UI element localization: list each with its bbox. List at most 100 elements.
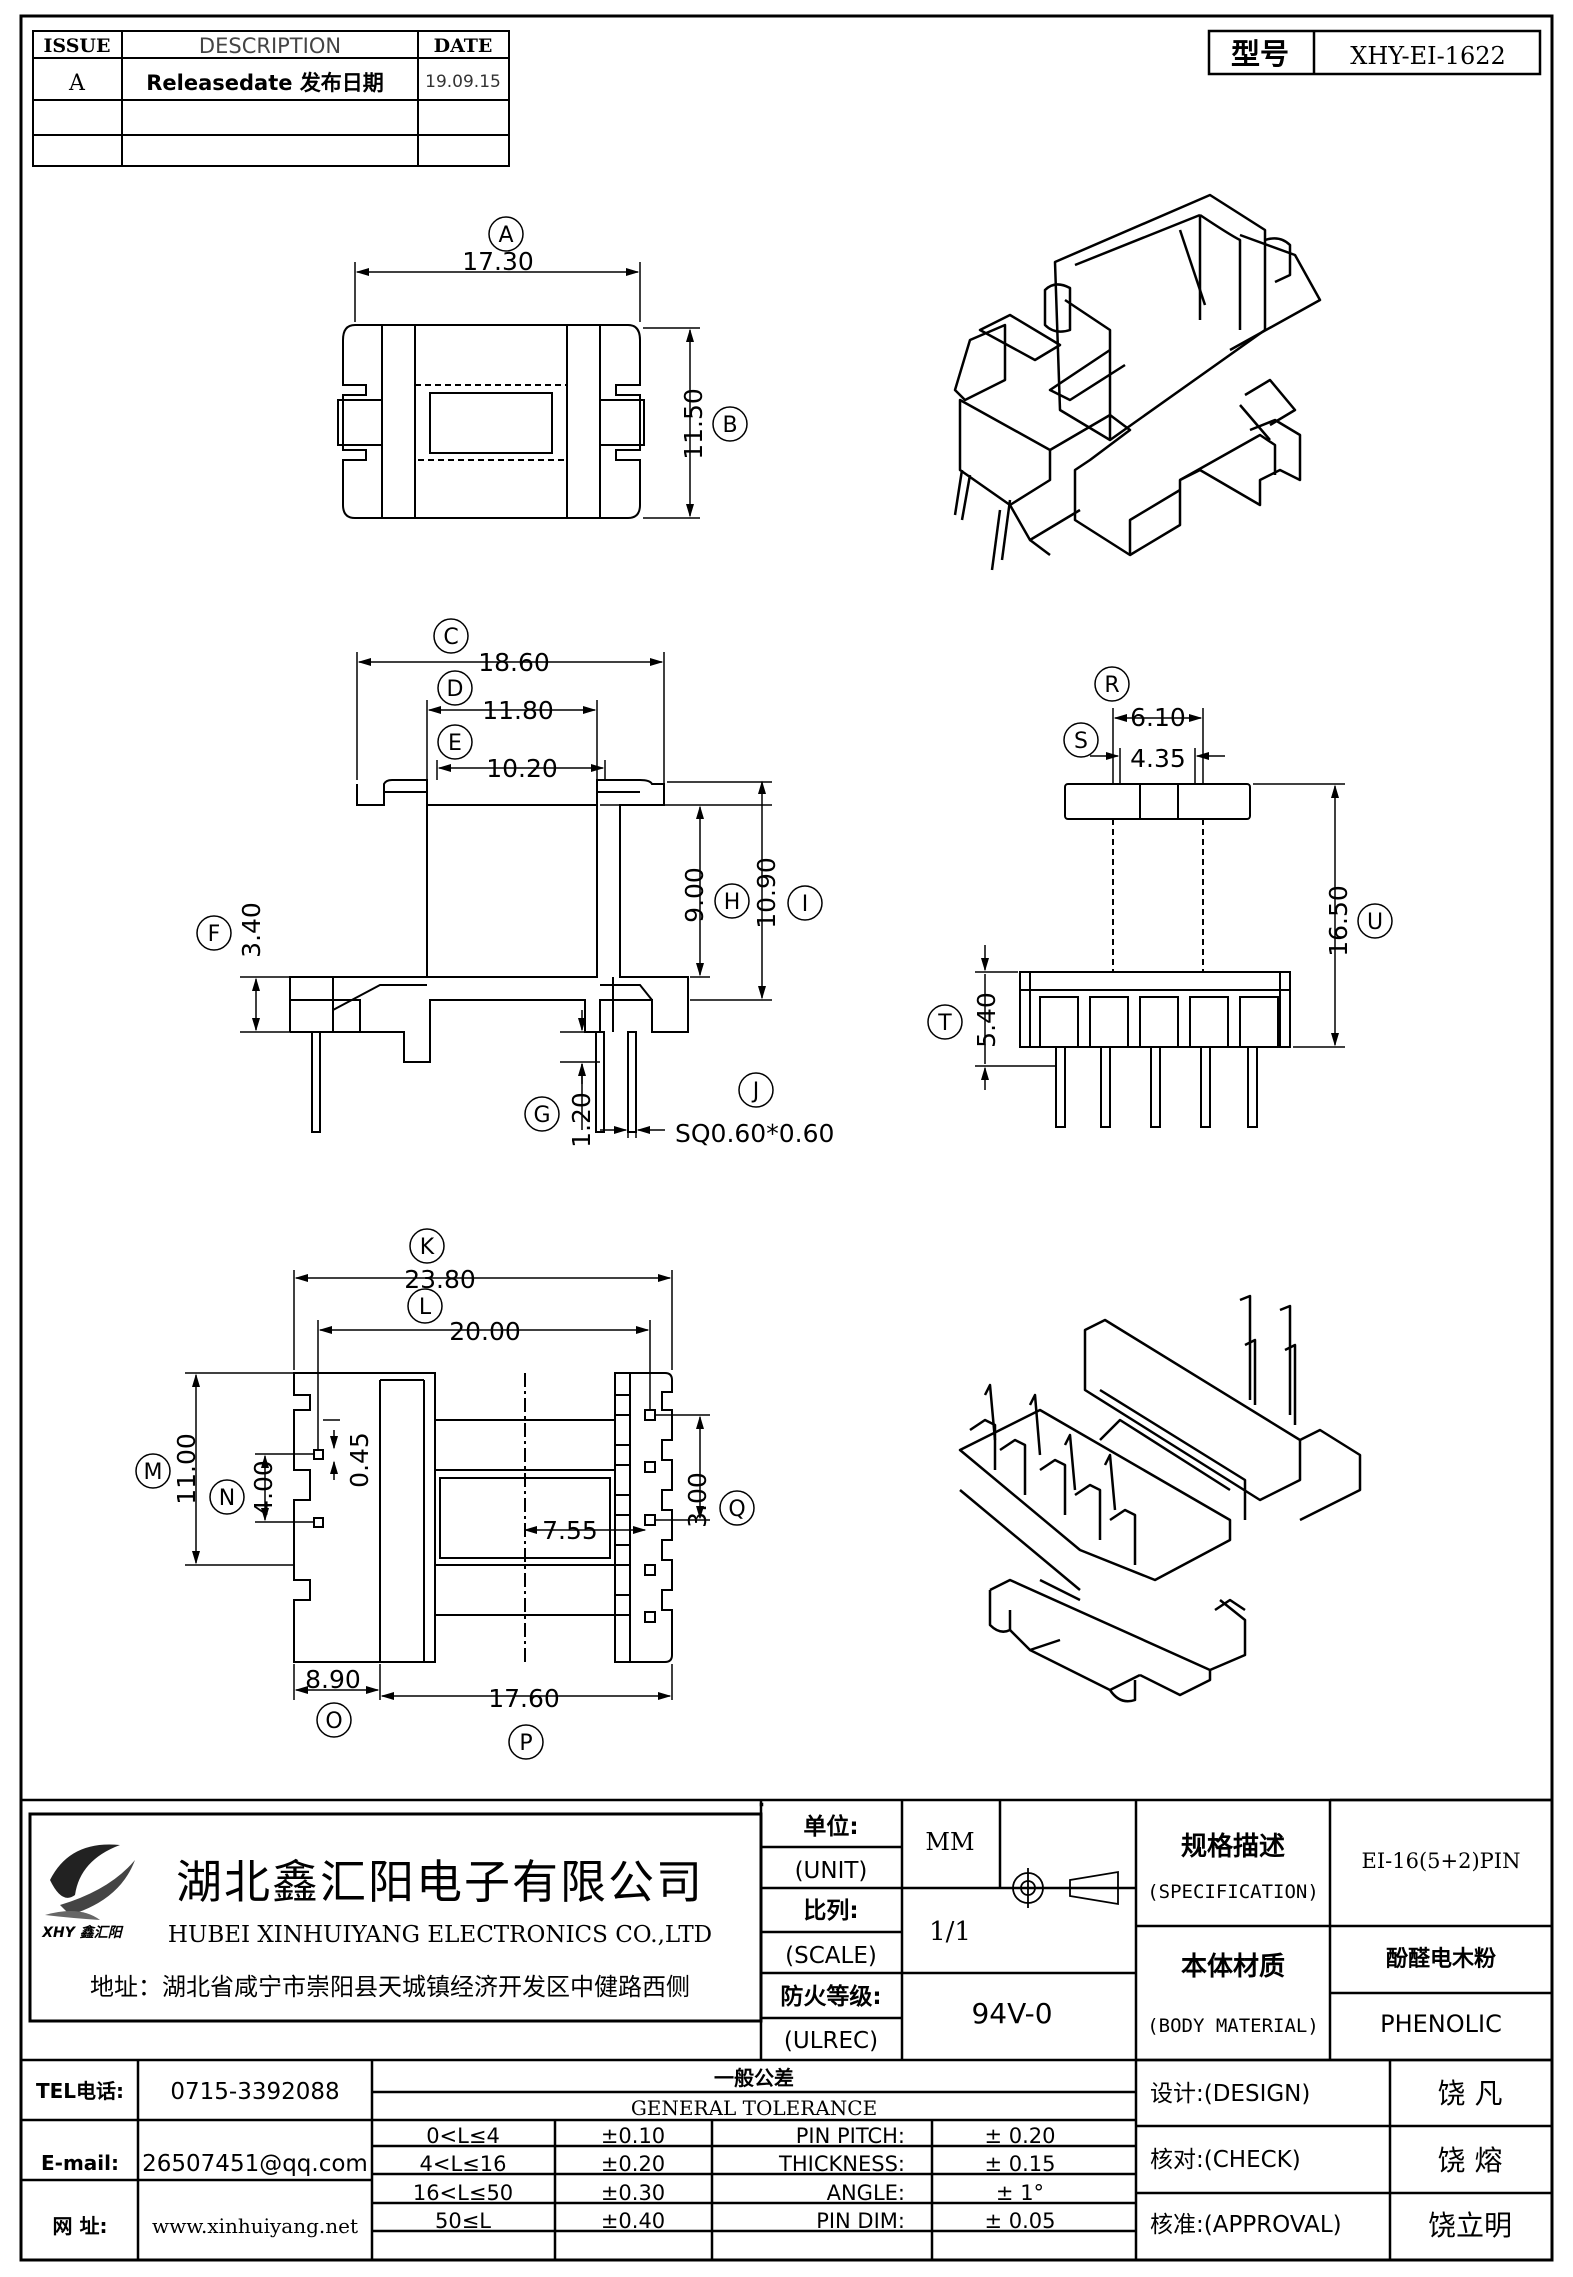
fire-label-en: (ULREC)	[784, 2028, 878, 2054]
web-value: www.xinhuiyang.net	[152, 2214, 358, 2238]
model-label: 型号	[1231, 37, 1289, 71]
balloon-n-letter: N	[219, 1486, 235, 1511]
model-value: XHY-EI-1622	[1350, 42, 1506, 70]
balloon-u-letter: U	[1367, 910, 1383, 935]
material-value-en: PHENOLIC	[1380, 2010, 1502, 2038]
dim-h: 9.00	[680, 867, 709, 923]
balloon-k-letter: K	[420, 1235, 435, 1260]
scale-label-en: (SCALE)	[785, 1943, 877, 1969]
balloon-p	[508, 1724, 544, 1760]
dim-a: 17.30	[462, 247, 534, 276]
balloon-l	[407, 1288, 443, 1324]
scale-value: 1/1	[929, 1917, 971, 1947]
balloon-r-letter: R	[1104, 673, 1119, 698]
balloon-q	[719, 1490, 755, 1526]
tol-range-0: 0<L≤4	[426, 2124, 500, 2148]
material-label-en: (BODY MATERIAL)	[1147, 2015, 1319, 2037]
dim-m: 11.00	[172, 1433, 201, 1505]
tol-item-3: PIN DIM:	[816, 2209, 905, 2233]
dims-bottom	[185, 1270, 710, 1701]
tol-range-1: 4<L≤16	[420, 2152, 507, 2176]
unit-label-en: (UNIT)	[795, 1858, 868, 1884]
balloon-m	[135, 1453, 171, 1489]
balloon-c	[433, 618, 469, 654]
unit-label-cn: 单位:	[803, 1813, 858, 1840]
balloon-p-letter: P	[519, 1731, 532, 1756]
tol-item-value-0: ± 0.20	[984, 2124, 1055, 2148]
logo-text: XHY 鑫汇阳	[41, 1924, 124, 1941]
spec-value: EI-16(5+2)PIN	[1362, 1849, 1521, 1873]
balloon-b-letter: B	[722, 413, 737, 438]
email-value: 26507451@qq.com	[142, 2151, 368, 2177]
dims-front	[240, 652, 772, 1138]
dim-l: 20.00	[449, 1317, 521, 1346]
dims-top	[354, 262, 700, 519]
tol-value-0: ±0.10	[601, 2124, 665, 2148]
dim-r: 6.10	[1130, 703, 1186, 732]
balloon-e-letter: E	[448, 731, 462, 756]
dim-n: 4.00	[249, 1460, 278, 1516]
isometric-view-bottom	[958, 1294, 1362, 1703]
dim-i: 10.90	[752, 857, 781, 929]
tolerance-title-en: GENERAL TOLERANCE	[631, 2096, 877, 2120]
balloon-s	[1063, 722, 1099, 758]
balloon-n	[209, 1479, 245, 1515]
description-header: DESCRIPTION	[199, 34, 341, 58]
fire-value: 94V-0	[971, 1997, 1052, 2030]
balloon-i	[787, 885, 823, 921]
sheet-border	[19, 14, 1554, 2262]
tel-value: 0715-3392088	[170, 2079, 339, 2105]
balloon-g-letter: G	[533, 1103, 550, 1128]
tel-label: TEL电话:	[36, 2079, 124, 2103]
bottom-view	[292, 1372, 673, 1663]
dim-b: 11.50	[679, 388, 708, 460]
balloon-h	[714, 883, 750, 919]
scale-label-cn: 比列:	[803, 1898, 858, 1924]
tol-value-1: ±0.20	[601, 2152, 665, 2176]
design-label: 设计:(DESIGN)	[1150, 2081, 1310, 2107]
top-view	[337, 324, 645, 519]
dim-c: 18.60	[478, 648, 550, 677]
dim-q: 3.00	[683, 1472, 712, 1528]
dim-s: 4.35	[1130, 744, 1186, 773]
model-box	[1207, 29, 1542, 76]
spec-label-en: (SPECIFICATION)	[1147, 1881, 1319, 1903]
front-view	[289, 779, 689, 1133]
balloon-l-letter: L	[419, 1295, 432, 1320]
approval-label: 核准:(APPROVAL)	[1150, 2212, 1342, 2238]
balloon-d	[437, 670, 473, 706]
date-value: 19.09.15	[425, 72, 501, 92]
dim-755: 7.55	[542, 1516, 598, 1545]
tol-range-3: 50≤L	[435, 2209, 491, 2233]
revision-table	[32, 30, 510, 167]
dim-j: SQ0.60*0.60	[675, 1119, 834, 1148]
issue-value: A	[68, 71, 86, 96]
design-name: 饶 凡	[1438, 2077, 1503, 2110]
company-name-en: HUBEI XINHUIYANG ELECTRONICS CO.,LTD	[168, 1922, 712, 1948]
balloon-g	[524, 1096, 560, 1132]
side-view	[1019, 783, 1291, 1128]
fire-label-cn: 防火等级:	[780, 1983, 881, 2010]
projection-symbol-icon	[1005, 1868, 1119, 1908]
balloon-b	[712, 406, 748, 442]
balloon-s-letter: S	[1074, 729, 1088, 754]
balloon-o-letter: O	[325, 1709, 342, 1734]
tol-value-2: ±0.30	[601, 2181, 665, 2205]
balloon-t	[927, 1004, 963, 1040]
balloon-h-letter: H	[724, 890, 741, 915]
tol-item-value-3: ± 0.05	[984, 2209, 1055, 2233]
check-label: 核对:(CHECK)	[1150, 2147, 1301, 2173]
dim-g: 1.20	[567, 1092, 596, 1148]
dim-u: 16.50	[1324, 885, 1353, 957]
tol-item-value-1: ± 0.15	[984, 2152, 1055, 2176]
balloon-r	[1094, 666, 1130, 702]
dim-d: 11.80	[482, 696, 554, 725]
tol-range-2: 16<L≤50	[413, 2181, 513, 2205]
tol-item-1: THICKNESS:	[778, 2152, 905, 2176]
material-value-cn: 酚醛电木粉	[1386, 1947, 1496, 1972]
approval-name: 饶立明	[1428, 2209, 1512, 2242]
balloon-e	[437, 724, 473, 760]
material-label-cn: 本体材质	[1181, 1952, 1285, 1982]
tol-item-value-2: ± 1°	[996, 2181, 1044, 2205]
balloon-u	[1357, 903, 1393, 939]
